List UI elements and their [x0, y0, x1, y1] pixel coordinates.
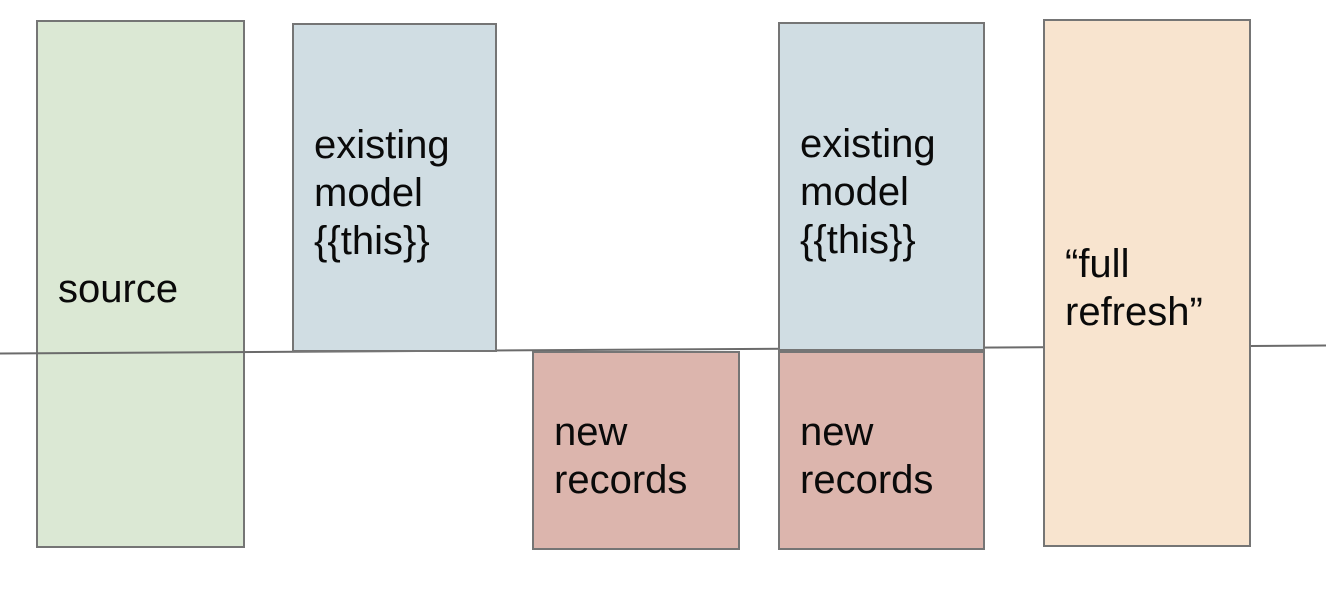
box-full-refresh: “full refresh” — [1043, 19, 1251, 547]
box-existing-model-right: existing model {{this}} — [778, 22, 985, 351]
label-line: records — [800, 457, 934, 502]
box-new-records-left: new records — [532, 351, 740, 550]
label-line: “full — [1065, 242, 1130, 286]
label-line: model — [800, 169, 909, 214]
box-source: source — [36, 20, 245, 548]
label-line: new — [554, 409, 628, 454]
box-existing-model-left: existing model {{this}} — [292, 23, 497, 352]
label-line: refresh” — [1065, 290, 1203, 334]
box-full-refresh-label: “full refresh” — [1045, 21, 1249, 545]
box-new-records-right-label: new records — [780, 353, 983, 548]
label-line: source — [58, 267, 179, 311]
label-line: new — [800, 409, 874, 454]
box-source-label: source — [38, 22, 243, 546]
label-line: {{this}} — [800, 217, 916, 262]
label-line: existing — [800, 121, 936, 166]
label-line: records — [554, 457, 688, 502]
label-line: model — [314, 170, 423, 215]
label-line: existing — [314, 122, 450, 167]
label-line: {{this}} — [314, 218, 430, 263]
box-new-records-right: new records — [778, 351, 985, 550]
box-new-records-left-label: new records — [534, 353, 738, 548]
box-existing-model-left-label: existing model {{this}} — [294, 25, 495, 350]
box-existing-model-right-label: existing model {{this}} — [780, 24, 983, 349]
